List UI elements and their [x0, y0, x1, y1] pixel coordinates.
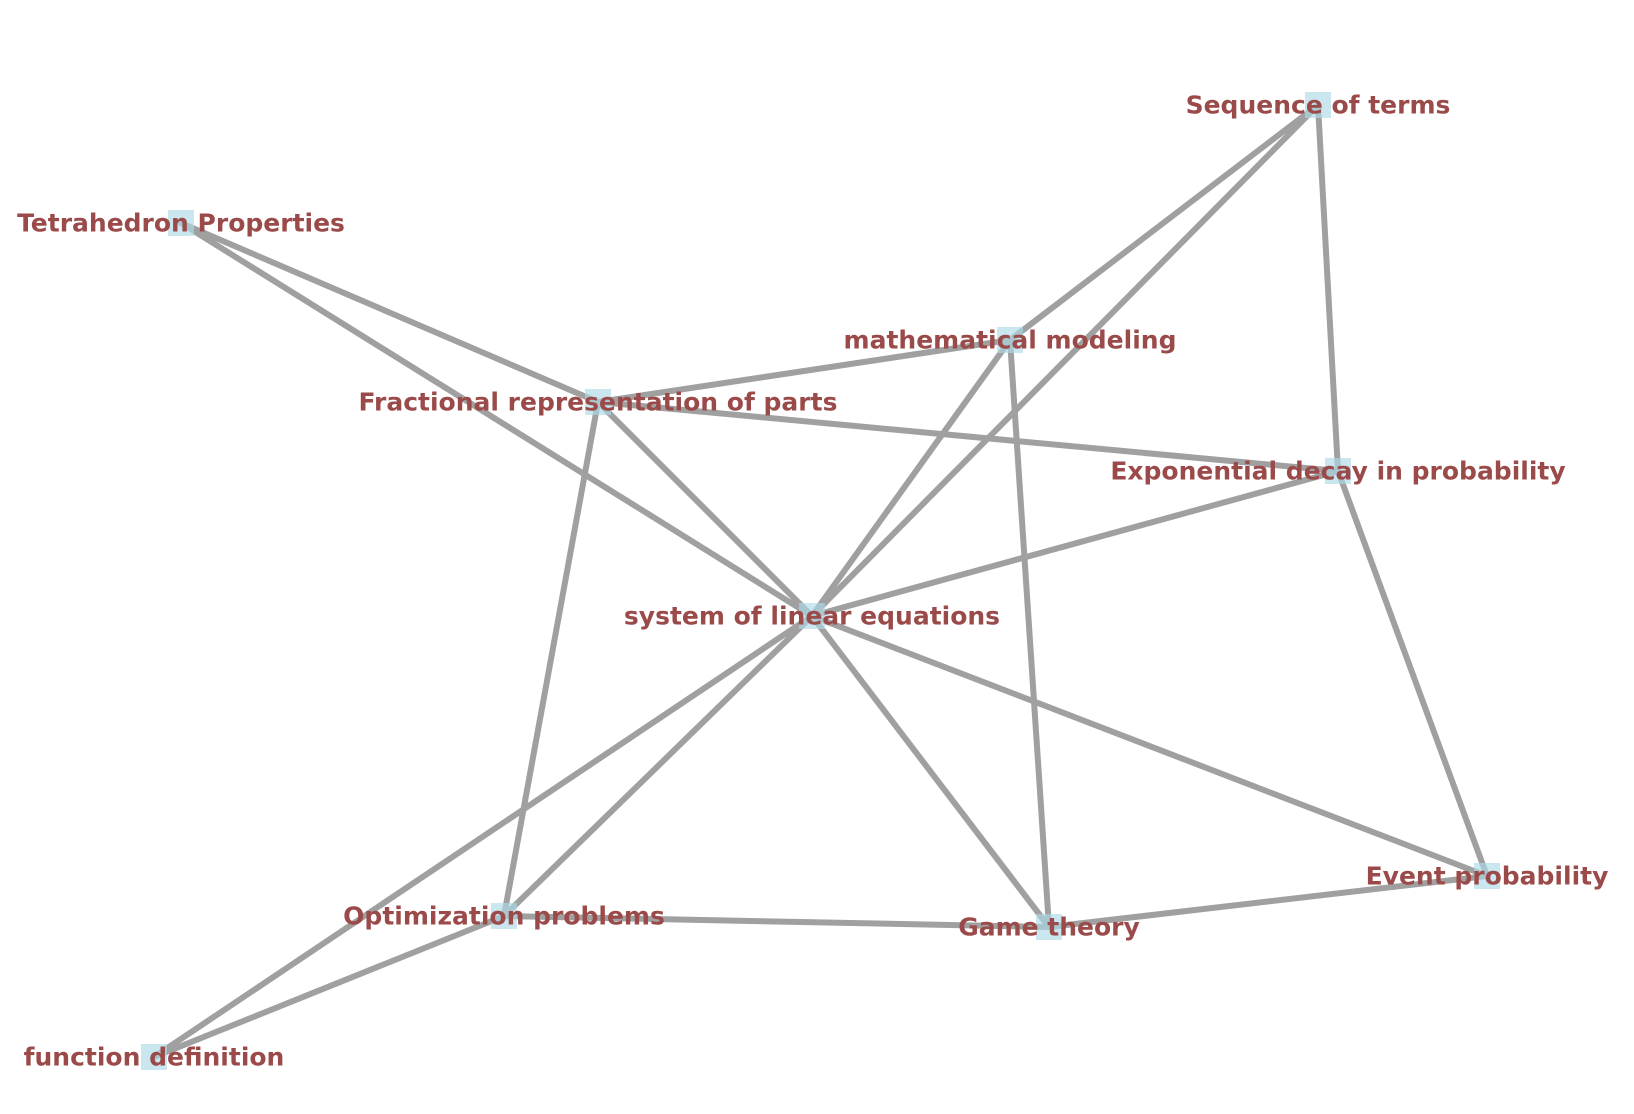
node-label-modeling: mathematical modeling [844, 326, 1177, 355]
node-label-expdecay: Exponential decay in probability [1110, 457, 1565, 486]
edge-optimization-function [151, 913, 507, 1060]
edge-linear-function [151, 613, 815, 1060]
edges-layer [151, 102, 1490, 1060]
node-label-linear: system of linear equations [624, 602, 1000, 631]
node-label-gametheory: Game theory [958, 913, 1140, 942]
edge-fractional-optimization [501, 399, 601, 919]
node-tetrahedron [168, 210, 194, 236]
edge-linear-event [809, 613, 1490, 879]
node-expdecay [1325, 458, 1351, 484]
node-optimization [491, 903, 517, 929]
nodes-layer [141, 92, 1500, 1070]
edge-event-gametheory [1046, 873, 1490, 930]
node-linear [799, 603, 825, 629]
node-label-tetrahedron: Tetrahedron Properties [17, 209, 345, 238]
edge-linear-gametheory [809, 613, 1052, 930]
edge-tetrahedron-fractional [178, 220, 601, 405]
edge-linear-optimization [501, 613, 815, 919]
node-label-fractional: Fractional representation of parts [359, 388, 838, 417]
edge-sequence-modeling [1007, 102, 1321, 343]
edge-fractional-linear [595, 399, 815, 619]
node-gametheory [1036, 914, 1062, 940]
node-fractional [585, 389, 611, 415]
edge-expdecay-linear [809, 468, 1341, 619]
edge-sequence-linear [809, 102, 1321, 619]
node-sequence [1305, 92, 1331, 118]
edge-modeling-gametheory [1007, 337, 1052, 930]
edge-modeling-linear [809, 337, 1013, 619]
node-modeling [997, 327, 1023, 353]
node-event [1474, 863, 1500, 889]
node-label-sequence: Sequence of terms [1186, 91, 1451, 120]
edge-optimization-gametheory [501, 913, 1052, 930]
edge-fractional-expdecay [595, 399, 1341, 474]
edge-tetrahedron-linear [178, 220, 815, 619]
node-label-optimization: Optimization problems [343, 902, 665, 931]
node-label-event: Event probability [1366, 862, 1609, 891]
node-function [141, 1044, 167, 1070]
edge-sequence-expdecay [1315, 102, 1341, 474]
edge-expdecay-event [1335, 468, 1490, 879]
node-label-function: function definition [24, 1043, 285, 1072]
edge-modeling-fractional [595, 337, 1013, 405]
